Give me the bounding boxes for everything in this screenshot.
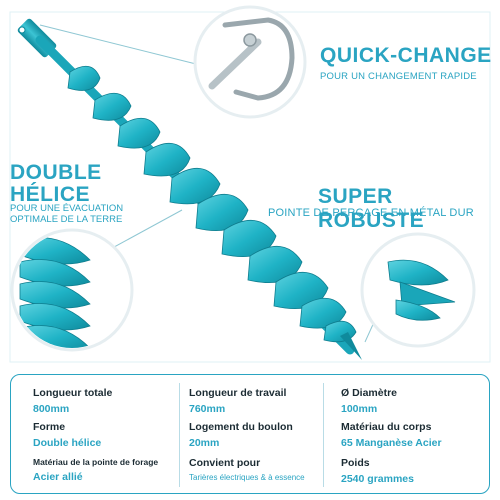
detail-circle-super-robuste <box>360 232 476 348</box>
spec-value: Double hélice <box>33 437 102 449</box>
quick-change-subtitle: POUR UN CHANGEMENT RAPIDE <box>320 71 477 82</box>
leader-line-quick-change <box>39 24 201 66</box>
spec-label: Longueur de travail <box>189 387 287 399</box>
detail-circle-quick-change <box>193 5 307 119</box>
spec-label: Ø Diamètre <box>341 387 398 399</box>
spec-label: Forme <box>33 421 66 433</box>
spec-suitable-for: Convient pour Tarières électriques & à e… <box>189 457 339 482</box>
double-helice-title-line2: HÉLICE <box>10 183 91 206</box>
double-helice-subtitle-line1: POUR UNE ÉVACUATION <box>10 203 124 214</box>
double-helice-subtitle: POUR UNE ÉVACUATION OPTIMALE DE LA TERRE <box>10 203 170 225</box>
hero-frame <box>9 11 491 363</box>
quick-change-title: QUICK-CHANGE <box>320 44 492 67</box>
spec-value: Tarières électriques & à essence <box>189 473 305 482</box>
drill-tip <box>340 332 362 360</box>
specs-table: Longueur totale 800mm Longueur de travai… <box>10 374 490 494</box>
product-hero: QUICK-CHANGE POUR UN CHANGEMENT RAPIDE D… <box>9 5 492 363</box>
spec-shape: Forme Double hélice <box>33 421 183 449</box>
spec-label: Matériau du corps <box>341 421 432 433</box>
spec-label: Poids <box>341 457 370 469</box>
double-helice-title-line1: DOUBLE <box>10 161 102 184</box>
specs-divider <box>179 383 180 487</box>
spec-label: Logement du boulon <box>189 421 293 433</box>
spec-value: 2540 grammes <box>341 473 414 485</box>
spec-total-length: Longueur totale 800mm <box>33 387 183 415</box>
leader-line-double-helice <box>104 209 183 253</box>
specs-divider <box>323 383 324 487</box>
super-robuste-subtitle: POINTE DE PERÇAGE EN MÉTAL DUR <box>268 207 474 219</box>
spec-label: Longueur totale <box>33 387 113 399</box>
pin-clip-icon <box>222 17 295 101</box>
spec-weight: Poids 2540 grammes <box>341 457 491 485</box>
auger-illustration <box>9 5 491 363</box>
spec-value: 20mm <box>189 437 220 449</box>
spec-bolt-housing: Logement du boulon 20mm <box>189 421 339 449</box>
spec-diameter: Ø Diamètre 100mm <box>341 387 491 415</box>
spec-working-length: Longueur de travail 760mm <box>189 387 339 415</box>
spec-label: Convient pour <box>189 457 261 469</box>
spec-value: 65 Manganèse Acier <box>341 437 442 449</box>
detail-circle-double-helice <box>10 228 134 352</box>
auger-helix <box>67 65 357 343</box>
spec-value: 760mm <box>189 403 226 415</box>
spec-value: Acier allié <box>33 471 83 483</box>
spec-value: 100mm <box>341 403 378 415</box>
spec-label: Matériau de la pointe de forage <box>33 457 159 467</box>
double-helice-title: DOUBLE HÉLICE <box>10 162 130 206</box>
super-robuste-title: SUPER ROBUSTE <box>318 185 425 232</box>
double-helice-subtitle-line2: OPTIMALE DE LA TERRE <box>10 214 123 225</box>
spec-tip-material: Matériau de la pointe de forage Acier al… <box>33 457 183 483</box>
spec-body-material: Matériau du corps 65 Manganèse Acier <box>341 421 491 449</box>
spec-value: 800mm <box>33 403 70 415</box>
